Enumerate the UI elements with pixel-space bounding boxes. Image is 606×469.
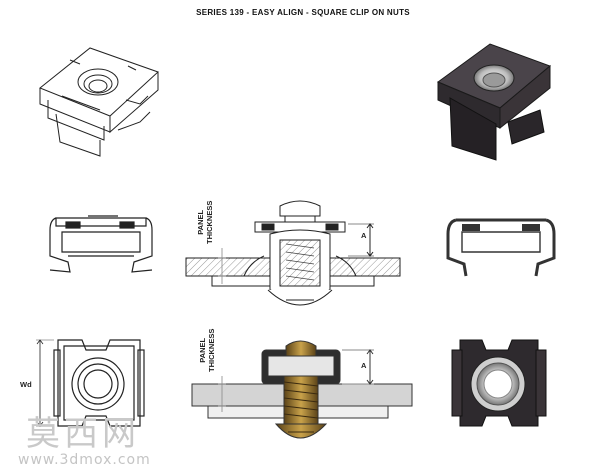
dimension-wd-label: Wd — [20, 380, 32, 389]
side-view-left — [49, 215, 153, 273]
iso-line-drawing — [39, 47, 159, 157]
front-render — [451, 339, 547, 427]
front-view-left — [36, 339, 145, 427]
panel-thickness-label-top: PANEL THICKNESS — [196, 200, 214, 244]
page-title: SERIES 139 - EASY ALIGN - SQUARE CLIP ON… — [196, 8, 410, 17]
watermark-chinese: 莫西网 — [26, 414, 140, 454]
section-view-bottom — [191, 340, 413, 439]
side-view-right — [446, 218, 556, 277]
iso-render — [436, 43, 551, 161]
panel-thickness-label-bottom: PANEL THICKNESS — [198, 328, 216, 372]
dimension-a-label-top: A — [361, 231, 367, 240]
dimension-a-label-bottom: A — [361, 361, 367, 370]
side-view-right-pads — [462, 224, 540, 231]
panel-dim-top — [218, 248, 226, 284]
watermark-url: www.3dmox.com — [18, 452, 151, 468]
panel-dim-bottom — [218, 376, 226, 412]
section-view-top — [185, 200, 401, 306]
